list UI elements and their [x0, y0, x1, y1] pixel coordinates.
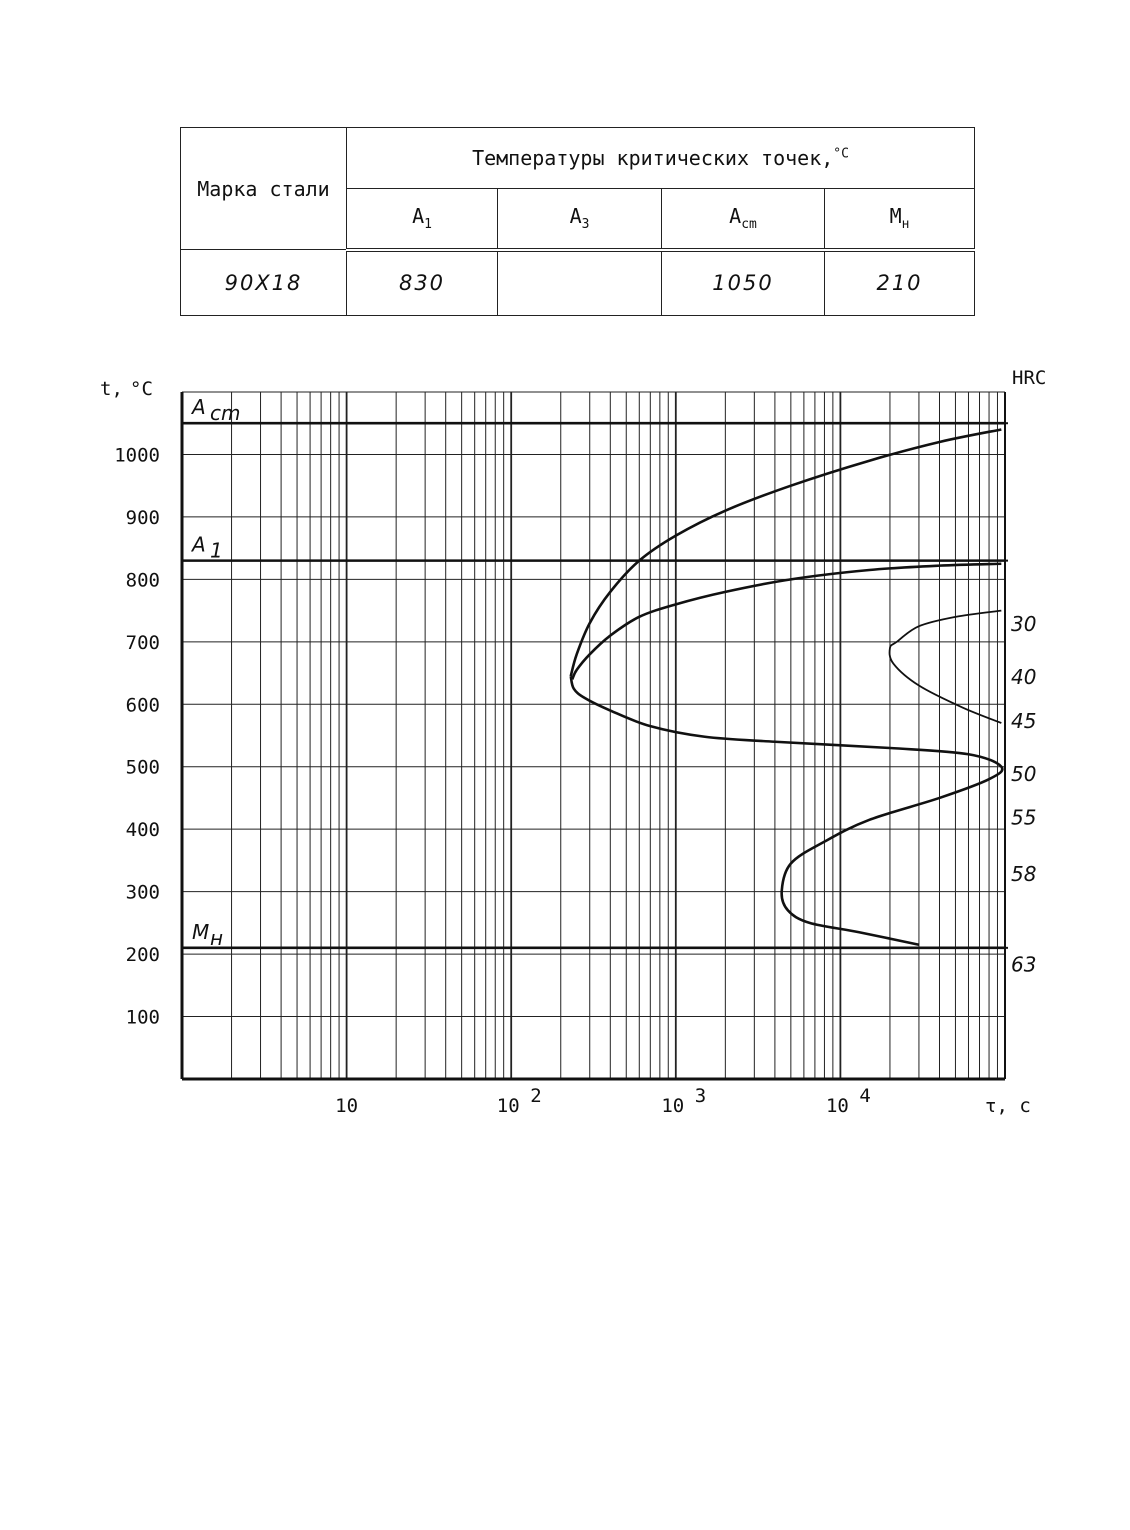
y-tick-label: 800 — [126, 569, 160, 591]
x-tick-exponent: 2 — [530, 1085, 541, 1107]
ttt-curve-1 — [569, 428, 1002, 677]
col-a1-sub: 1 — [424, 217, 432, 233]
y-tick-label: 900 — [126, 507, 160, 529]
critical-line-label: M — [192, 920, 209, 944]
x-axis-label: τ, c — [985, 1095, 1031, 1117]
col-a1-base: A — [412, 204, 425, 229]
critical-line-label-sub: 1 — [210, 539, 223, 563]
hrc-label: 40 — [1011, 665, 1036, 689]
hrc-label: 45 — [1011, 709, 1036, 733]
col-a3-header: A3 — [497, 188, 662, 252]
col-a1-header: A1 — [346, 188, 498, 252]
col-mn-header: Mн — [823, 188, 976, 252]
critical-temps-header-unit: °C — [833, 146, 849, 162]
critical-line-label-sub: cm — [210, 401, 240, 425]
hrc-axis-label: HRC — [1012, 367, 1046, 389]
critical-line-label: A — [190, 395, 206, 419]
col-mn-base: M — [889, 204, 902, 229]
col-acm-base: A — [729, 204, 742, 229]
a3-value-cell — [497, 249, 662, 316]
col-mn-sub: н — [901, 217, 910, 233]
y-tick-label: 700 — [126, 632, 160, 654]
y-tick-label: 600 — [126, 694, 160, 716]
hrc-label: 58 — [1011, 862, 1036, 886]
x-tick-label: 10 — [661, 1095, 684, 1117]
y-tick-label: 300 — [126, 882, 160, 904]
y-tick-label: 200 — [126, 944, 160, 966]
hrc-label: 63 — [1011, 952, 1036, 976]
y-axis-label: t, — [100, 378, 123, 400]
col-a3-sub: 3 — [581, 217, 590, 233]
critical-temps-header-text: Температуры критических точек, — [472, 146, 834, 171]
ttt-curve-3 — [569, 675, 1004, 946]
critical-line-label: A — [190, 533, 206, 557]
x-tick-label: 10 — [335, 1095, 358, 1117]
col-a3-base: A — [569, 204, 582, 229]
hrc-label: 30 — [1011, 612, 1036, 636]
acm-value-cell: 1050 — [661, 249, 825, 316]
y-axis-unit: °C — [130, 378, 153, 400]
x-tick-exponent: 4 — [859, 1085, 870, 1107]
y-tick-label: 400 — [126, 819, 160, 841]
steel-grade-header: Марка стали — [180, 126, 347, 251]
hrc-label: 55 — [1011, 806, 1036, 830]
y-tick-label: 100 — [126, 1007, 160, 1029]
y-tick-label: 1000 — [114, 444, 160, 466]
x-tick-label: 10 — [497, 1095, 520, 1117]
steel-grade-cell: 90Х18 — [180, 249, 347, 316]
x-tick-exponent: 3 — [695, 1085, 706, 1107]
ttt-curve-2 — [571, 562, 1002, 680]
ttt-curve-4 — [888, 609, 1002, 724]
critical-temps-header: Температуры критических точек,°C — [345, 126, 976, 190]
critical-points-table: Марка стали Температуры критических точе… — [180, 126, 976, 316]
a1-value-cell: 830 — [346, 249, 498, 316]
mn-value-cell: 210 — [823, 249, 976, 316]
y-tick-label: 500 — [126, 757, 160, 779]
grid — [182, 391, 1005, 1079]
critical-line-label-sub: н — [210, 926, 223, 950]
col-acm-sub: cm — [741, 217, 757, 233]
col-acm-header: Acm — [661, 188, 825, 252]
hrc-label: 50 — [1011, 762, 1036, 786]
x-tick-label: 10 — [826, 1095, 849, 1117]
